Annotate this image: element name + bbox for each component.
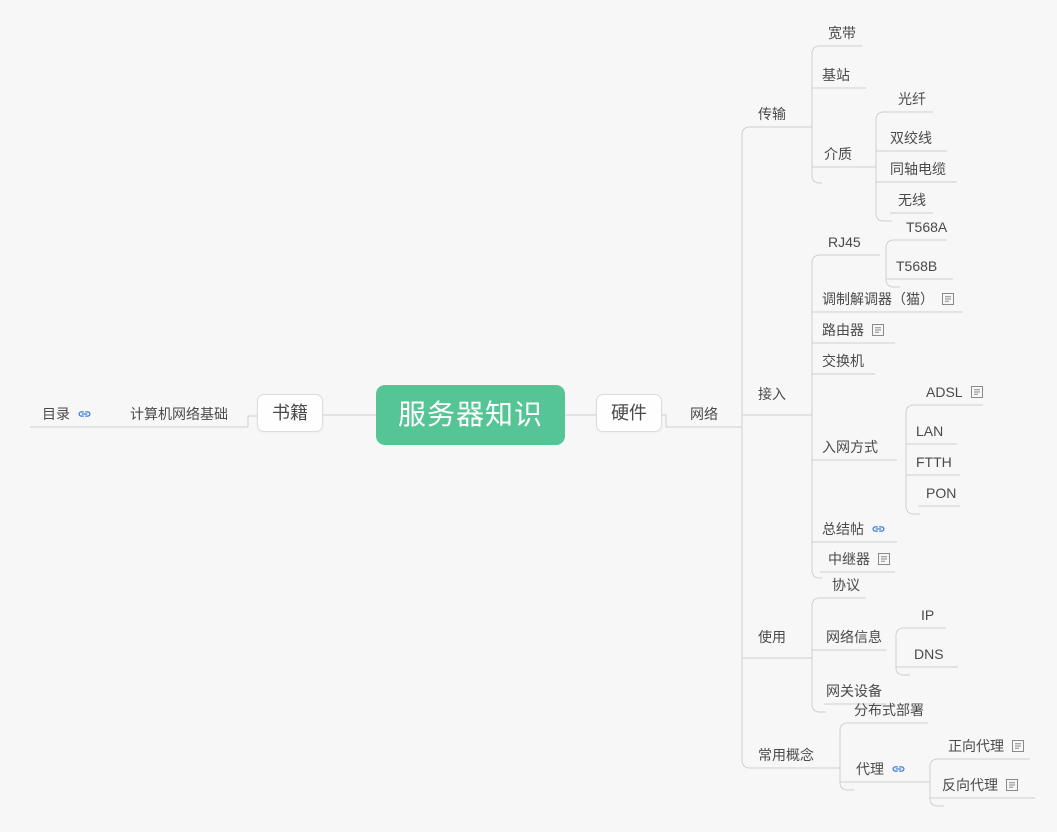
note-icon[interactable]	[941, 292, 955, 306]
node-label: 网络信息	[826, 629, 882, 645]
node-kuandai[interactable]: 宽带	[822, 24, 862, 46]
node-label: RJ45	[828, 234, 861, 250]
node-luyouqi[interactable]: 路由器	[816, 321, 891, 343]
node-label: 光纤	[898, 91, 926, 107]
node-modem[interactable]: 调制解调器（猫）	[816, 290, 961, 312]
node-zhengxiang-daili[interactable]: 正向代理	[942, 737, 1031, 759]
node-wuxian[interactable]: 无线	[892, 191, 932, 213]
note-icon[interactable]	[1011, 739, 1025, 753]
node-rj45[interactable]: RJ45	[822, 233, 867, 255]
node-t568a[interactable]: T568A	[900, 218, 953, 240]
node-label: 中继器	[828, 551, 870, 567]
node-label: 接入	[758, 386, 786, 402]
node-label: 无线	[898, 192, 926, 208]
node-label: 代理	[856, 761, 884, 777]
node-label: DNS	[914, 646, 944, 662]
node-label: 网关设备	[826, 683, 882, 699]
node-shuji[interactable]: 书籍	[257, 394, 323, 432]
node-wangluo-xinxi[interactable]: 网络信息	[820, 628, 888, 650]
node-shuangjiaoxian[interactable]: 双绞线	[884, 129, 938, 151]
node-ruwang-fangshi[interactable]: 入网方式	[816, 438, 884, 460]
node-label: 书籍	[272, 403, 308, 423]
node-t568b[interactable]: T568B	[890, 257, 943, 279]
node-guangxian[interactable]: 光纤	[892, 90, 932, 112]
node-jiezhi[interactable]: 介质	[818, 145, 858, 167]
node-label: 硬件	[611, 403, 647, 423]
note-icon[interactable]	[871, 323, 885, 337]
node-yingjian[interactable]: 硬件	[596, 394, 662, 432]
node-label: 分布式部署	[854, 702, 924, 718]
node-label: 常用概念	[758, 747, 814, 763]
node-label: 双绞线	[890, 130, 932, 146]
node-zhongjiqi[interactable]: 中继器	[822, 550, 897, 572]
node-jisuanji-wangluo-jichu[interactable]: 计算机网络基础	[124, 405, 234, 427]
link-icon[interactable]	[871, 523, 886, 535]
node-label: 调制解调器（猫）	[822, 291, 934, 307]
node-label: 路由器	[822, 322, 864, 338]
root-node-fuwuqi-zhishi[interactable]: 服务器知识	[376, 385, 566, 445]
note-icon[interactable]	[1005, 778, 1019, 792]
node-jieru[interactable]: 接入	[752, 385, 792, 407]
node-mulu[interactable]: 目录	[36, 405, 98, 427]
node-label: 交换机	[822, 353, 864, 369]
node-jizhan[interactable]: 基站	[816, 66, 856, 88]
root-label: 服务器知识	[398, 399, 544, 430]
node-pon[interactable]: PON	[920, 484, 962, 506]
note-icon[interactable]	[970, 385, 984, 399]
node-label: 反向代理	[942, 777, 998, 793]
node-label: 使用	[758, 629, 786, 645]
node-label: ADSL	[926, 384, 963, 400]
node-label: 目录	[42, 406, 70, 422]
node-tongzhou-dianlan[interactable]: 同轴电缆	[884, 160, 952, 182]
node-label: T568B	[896, 258, 938, 274]
node-label: 网络	[690, 406, 718, 422]
node-chuanshu[interactable]: 传输	[752, 105, 792, 127]
node-jiaohuanji[interactable]: 交换机	[816, 352, 870, 374]
node-lan[interactable]: LAN	[910, 422, 949, 444]
node-label: 同轴电缆	[890, 161, 946, 177]
node-label: 宽带	[828, 25, 856, 41]
node-label: 入网方式	[822, 439, 878, 455]
node-label: FTTH	[916, 454, 952, 470]
node-ip[interactable]: IP	[915, 606, 940, 628]
node-label: IP	[921, 607, 935, 623]
node-zongjietie[interactable]: 总结帖	[816, 520, 892, 542]
node-label: 正向代理	[948, 738, 1004, 754]
node-label: 传输	[758, 106, 786, 122]
node-xieyi[interactable]: 协议	[826, 576, 866, 598]
node-shiyong[interactable]: 使用	[752, 628, 792, 650]
node-label: 总结帖	[822, 521, 864, 537]
link-icon[interactable]	[891, 763, 906, 775]
node-fenbushi-bushu[interactable]: 分布式部署	[848, 701, 930, 723]
link-icon[interactable]	[77, 408, 92, 420]
node-label: 基站	[822, 67, 850, 83]
node-label: T568A	[906, 219, 948, 235]
node-wangguan-shebei[interactable]: 网关设备	[820, 682, 888, 704]
node-label: PON	[926, 485, 957, 501]
node-label: 协议	[832, 577, 860, 593]
node-label: LAN	[916, 423, 944, 439]
node-wangluo[interactable]: 网络	[684, 405, 724, 427]
node-label: 介质	[824, 146, 852, 162]
node-dns[interactable]: DNS	[908, 645, 950, 667]
node-ftth[interactable]: FTTH	[910, 453, 958, 475]
node-adsl[interactable]: ADSL	[920, 383, 990, 405]
node-label: 计算机网络基础	[130, 406, 228, 422]
node-daili[interactable]: 代理	[850, 760, 912, 782]
note-icon[interactable]	[877, 552, 891, 566]
node-changyong-gainian[interactable]: 常用概念	[752, 746, 820, 768]
node-fanxiang-daili[interactable]: 反向代理	[936, 776, 1025, 798]
